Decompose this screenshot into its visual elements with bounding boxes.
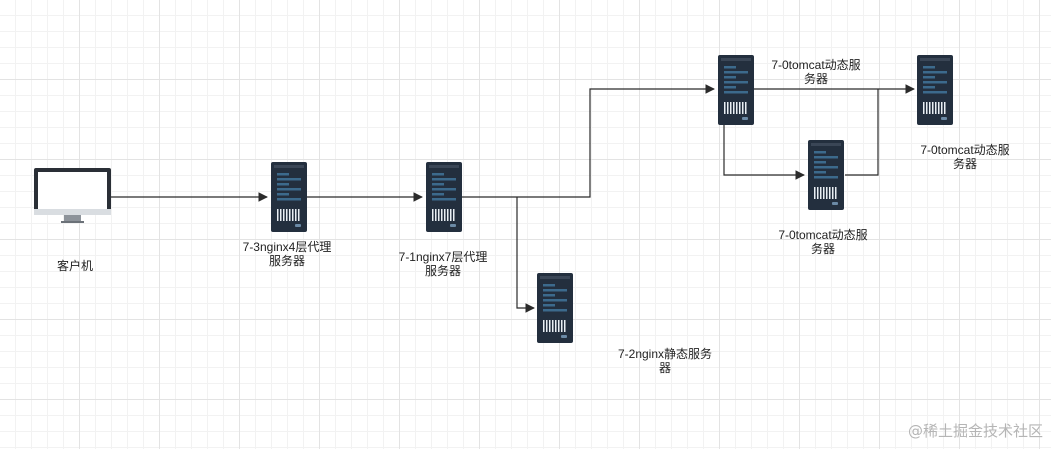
- server-tomcat-b-icon: [808, 140, 844, 210]
- edge-nginx7-to-tomcat-a: [462, 84, 715, 198]
- edge-tomcat-a-to-tomcat-b: [723, 125, 805, 180]
- server-nginx4-icon: [271, 162, 307, 232]
- server-tomcat-a-icon: [718, 55, 754, 125]
- server-nginx7-icon: [426, 162, 462, 232]
- edge-nginx7-to-static: [516, 197, 535, 313]
- nginx4-label: 7-3nginx4层代理 服务器: [242, 240, 332, 268]
- nginx7-label: 7-1nginx7层代理 服务器: [398, 250, 488, 278]
- tomcat-b-label: 7-0tomcat动态服 务器: [778, 228, 868, 256]
- edge-tomcat-b-to-tomcat-c: [845, 89, 879, 176]
- watermark: @稀土掘金技术社区: [907, 422, 1043, 440]
- nginx-static-label: 7-2nginx静态服务 器: [617, 347, 713, 375]
- client-label: 客户机: [56, 259, 93, 273]
- client-monitor-icon: [34, 168, 111, 223]
- edges: [111, 84, 915, 313]
- tomcat-c-label: 7-0tomcat动态服 务器: [920, 143, 1010, 171]
- tomcat-a-label: 7-0tomcat动态服 务器: [771, 58, 861, 86]
- server-nginx-static-icon: [537, 273, 573, 343]
- server-tomcat-c-icon: [917, 55, 953, 125]
